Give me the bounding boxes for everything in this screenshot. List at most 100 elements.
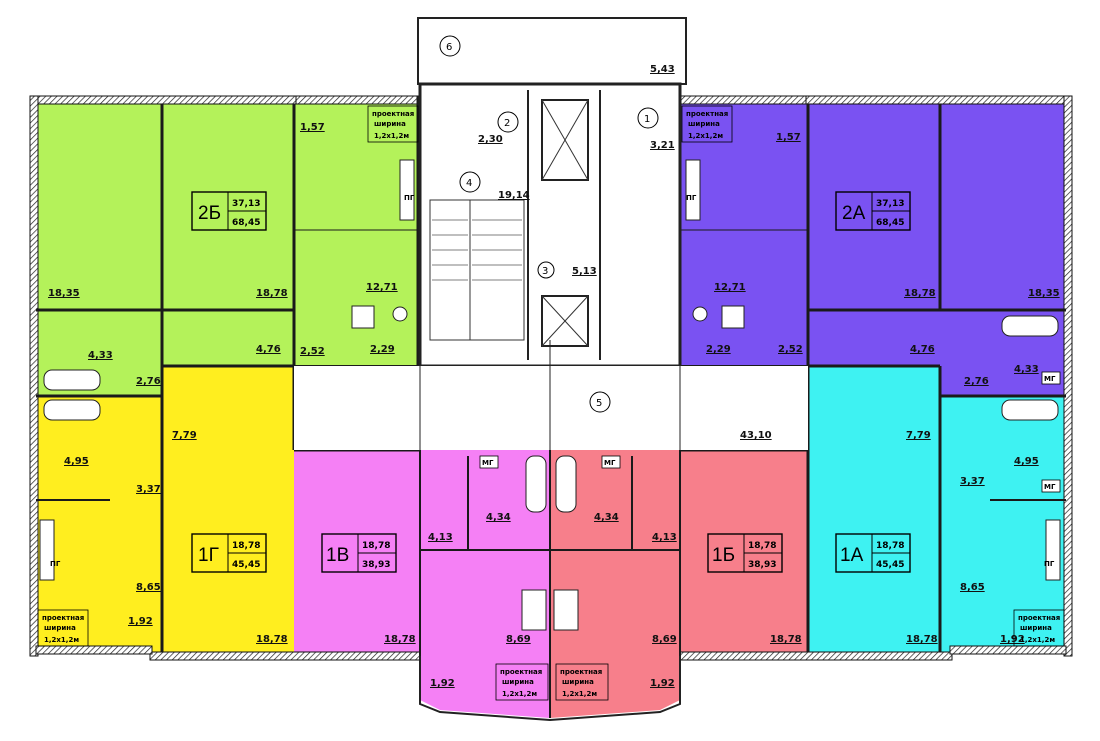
apartment-1v[interactable] xyxy=(294,450,550,718)
area-label: 2,29 xyxy=(706,344,731,355)
gas-marks: МГ МГ МГ МГ ПГ ПГ ПГ ПГ xyxy=(50,194,1061,568)
area-label: 8,65 xyxy=(960,582,985,593)
room-number-text: 3 xyxy=(542,266,548,277)
pg-mark: ПГ xyxy=(1044,560,1055,568)
apartment-2a-kitchen-area xyxy=(680,104,810,366)
opening-note-text: 1,2х1,2м xyxy=(502,690,537,698)
opening-note-text: проектная xyxy=(500,668,542,676)
area-label: 12,71 xyxy=(366,282,398,293)
corridor-6 xyxy=(294,366,808,450)
stove-1a xyxy=(1045,519,1061,581)
opening-note-2a: проектная ширина 1,2х1,2м xyxy=(681,105,733,143)
wall-top-right-2 xyxy=(679,95,809,105)
area-label: 7,79 xyxy=(906,430,931,441)
wall-left xyxy=(29,95,39,657)
area-label: 5,13 xyxy=(572,266,597,277)
apartment-1g-hall-area xyxy=(36,396,162,652)
wall-bottom-right xyxy=(679,651,953,661)
area-label: 1,92 xyxy=(128,616,153,627)
apartment-2b[interactable] xyxy=(36,104,418,396)
apartment-1g[interactable] xyxy=(36,366,294,656)
area-label: 4,33 xyxy=(1014,364,1039,375)
area-label: 18,35 xyxy=(48,288,80,299)
opening-note-1v: проектная ширина 1,2х1,2м xyxy=(495,663,549,701)
fixtures xyxy=(39,159,1061,631)
apt-label-2a: 2А 37,13 68,45 xyxy=(835,191,911,231)
opening-note-text: 1,2х1,2м xyxy=(44,636,79,644)
opening-note-text: проектная xyxy=(42,614,84,622)
apt-living: 18,78 xyxy=(362,541,390,551)
wall-top-right xyxy=(805,95,1073,105)
area-label: 1,57 xyxy=(776,132,801,143)
opening-note-text: 1,2х1,2м xyxy=(1020,636,1055,644)
apt-code: 2Б xyxy=(198,203,221,224)
apt-living: 18,78 xyxy=(748,541,776,551)
room-number-3 xyxy=(537,261,555,279)
toilet-2b xyxy=(392,306,408,322)
apt-code: 1Б xyxy=(712,545,735,566)
opening-note-text: проектная xyxy=(560,668,602,676)
wall-bottom-left xyxy=(149,651,421,661)
area-label: 3,37 xyxy=(960,476,985,487)
apartment-1a-room-area xyxy=(808,366,940,656)
wall-top-left-2 xyxy=(295,95,421,105)
apt-living: 37,13 xyxy=(876,199,904,209)
pg-mark: ПГ xyxy=(686,194,697,202)
opening-note-text: 1,2х1,2м xyxy=(374,132,409,140)
area-label: 2,52 xyxy=(778,344,803,355)
apt-label-1b: 1Б 18,78 38,93 xyxy=(707,533,783,573)
opening-note-text: проектная xyxy=(1018,614,1060,622)
opening-note-text: 1,2х1,2м xyxy=(562,690,597,698)
area-label: 1,57 xyxy=(300,122,325,133)
bathtub-2b xyxy=(43,369,101,391)
area-labels: 5,43 2,30 3,21 19,14 5,13 43,10 18,35 18… xyxy=(48,64,1060,689)
opening-note-text: ширина xyxy=(562,678,594,686)
toilet-2a xyxy=(692,306,708,322)
area-label: 2,30 xyxy=(478,134,503,145)
wall-bottom-right-corner xyxy=(949,645,1067,655)
apt-living: 37,13 xyxy=(232,199,260,209)
opening-note-text: ширина xyxy=(374,120,406,128)
area-label: 18,78 xyxy=(904,288,936,299)
stove-2a xyxy=(685,159,701,221)
area-label: 3,37 xyxy=(136,484,161,495)
opening-note-text: 1,2х1,2м xyxy=(688,132,723,140)
stove-2b xyxy=(399,159,415,221)
area-label: 4,13 xyxy=(652,532,677,543)
room-number-1 xyxy=(637,107,659,129)
wall-bottom-left-corner xyxy=(35,645,153,655)
area-label: 2,29 xyxy=(370,344,395,355)
apt-label-1a: 1А 18,78 45,45 xyxy=(835,533,911,573)
opening-note-text: ширина xyxy=(502,678,534,686)
room-number-6 xyxy=(439,35,461,57)
area-label: 4,13 xyxy=(428,532,453,543)
apt-code: 1Г xyxy=(198,545,219,566)
opening-note-2b: проектная ширина 1,2х1,2м xyxy=(367,105,419,143)
apt-code: 1В xyxy=(326,545,349,566)
apt-label-1v: 1В 18,78 38,93 xyxy=(321,533,397,573)
area-label: 18,78 xyxy=(770,634,802,645)
bathtub-1v xyxy=(525,455,547,513)
elevator-shaft-1 xyxy=(541,99,589,181)
sink-2b xyxy=(351,305,375,329)
room-number-text: 4 xyxy=(466,178,472,189)
mg-mark: МГ xyxy=(1044,483,1056,491)
opening-note-text: ширина xyxy=(1020,624,1052,632)
stove-1g xyxy=(39,519,55,581)
apt-total: 38,93 xyxy=(362,560,390,570)
staircase xyxy=(429,199,525,341)
area-label: 8,69 xyxy=(506,634,531,645)
opening-note-1a: проектная ширина 1,2х1,2м xyxy=(1013,609,1065,647)
apartment-2a[interactable] xyxy=(680,104,1066,396)
area-label: 18,78 xyxy=(384,634,416,645)
apartment-1g-room-area xyxy=(162,366,294,656)
apt-code: 2А xyxy=(842,203,866,224)
sink-2a xyxy=(721,305,745,329)
apartment-1a[interactable] xyxy=(808,366,1066,656)
area-label: 4,34 xyxy=(594,512,619,523)
pg-mark: ПГ xyxy=(404,194,415,202)
apt-total: 45,45 xyxy=(232,560,260,570)
area-label: 7,79 xyxy=(172,430,197,441)
area-label: 2,76 xyxy=(136,376,161,387)
opening-note-text: ширина xyxy=(688,120,720,128)
